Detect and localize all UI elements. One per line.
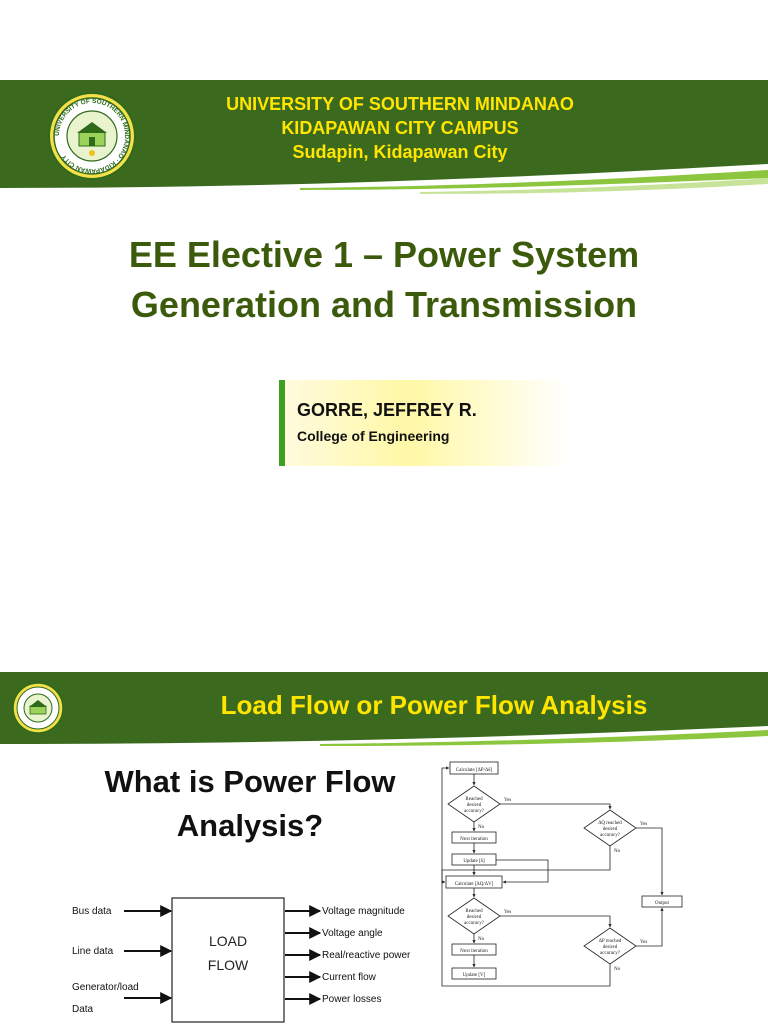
input-label: Generator/load [72,982,139,993]
svg-text:Yes: Yes [504,910,511,915]
svg-text:No: No [614,849,621,854]
svg-text:desired: desired [603,945,618,950]
svg-text:Calculate [ΔQ/ΔV]: Calculate [ΔQ/ΔV] [455,882,494,887]
output-label: Voltage angle [322,928,383,939]
university-name: UNIVERSITY OF SOUTHERN MINDANAO [226,94,574,114]
output-label: Voltage magnitude [322,906,405,917]
svg-text:Reached: Reached [465,797,483,802]
svg-text:accuracy?: accuracy? [600,951,621,956]
svg-text:Update [V]: Update [V] [463,973,486,978]
svg-text:desired: desired [603,827,618,832]
presenter-department: College of Engineering [297,428,450,444]
question-heading: What is Power Flow Analysis? [104,764,396,843]
svg-text:Yes: Yes [640,940,647,945]
title-slide: UNIVERSITY OF SOUTHERN MINDANAO · KIDAPA… [0,80,768,628]
svg-text:No: No [478,825,485,830]
svg-text:Output: Output [655,901,670,906]
svg-text:desired: desired [467,803,482,808]
svg-text:Yes: Yes [640,822,647,827]
iteration-flowchart: Calculate [ΔP/Δδ] Reached desired accura… [441,761,683,987]
accent-bar [279,380,285,466]
university-seal-icon [12,682,64,734]
course-title: EE Elective 1 – Power System Generation … [128,234,640,325]
svg-text:accuracy?: accuracy? [464,809,485,814]
svg-text:Next iteration: Next iteration [460,837,488,842]
svg-text:accuracy?: accuracy? [600,833,621,838]
output-label: Real/reactive power [322,950,411,961]
header-banner [0,672,768,754]
input-label: Bus data [72,906,112,917]
box-label: FLOW [208,957,249,973]
svg-text:ΔP reached: ΔP reached [599,939,622,944]
output-label: Current flow [322,972,377,983]
svg-text:Update [δ]: Update [δ] [463,859,485,864]
slide-title: Load Flow or Power Flow Analysis [220,690,648,720]
svg-text:Yes: Yes [504,798,511,803]
svg-text:Calculate [ΔP/Δδ]: Calculate [ΔP/Δδ] [456,768,493,773]
presenter-card: GORRE, JEFFREY R. College of Engineering [279,380,569,466]
load-flow-slide: Load Flow or Power Flow Analysis What is… [0,672,768,1024]
campus-name: KIDAPAWAN CITY CAMPUS [281,118,519,138]
campus-address: Sudapin, Kidapawan City [292,142,508,162]
svg-text:No: No [614,967,621,972]
svg-text:ΔQ reached: ΔQ reached [598,821,622,826]
input-label: Line data [72,946,114,957]
university-heading: UNIVERSITY OF SOUTHERN MINDANAO KIDAPAWA… [150,92,650,164]
svg-text:Next iteration: Next iteration [460,949,488,954]
input-label: Data [72,1004,94,1015]
load-flow-box [171,897,285,1023]
svg-text:accuracy?: accuracy? [464,921,485,926]
box-label: LOAD [209,933,247,949]
load-flow-diagram: LOAD FLOW Bus data Line data Generator/l… [72,897,411,1023]
output-label: Power losses [322,994,381,1005]
svg-text:desired: desired [467,915,482,920]
svg-text:No: No [478,937,485,942]
university-seal-icon: UNIVERSITY OF SOUTHERN MINDANAO · KIDAPA… [48,92,136,180]
presenter-name: GORRE, JEFFREY R. [297,400,477,420]
svg-text:Reached: Reached [465,909,483,914]
